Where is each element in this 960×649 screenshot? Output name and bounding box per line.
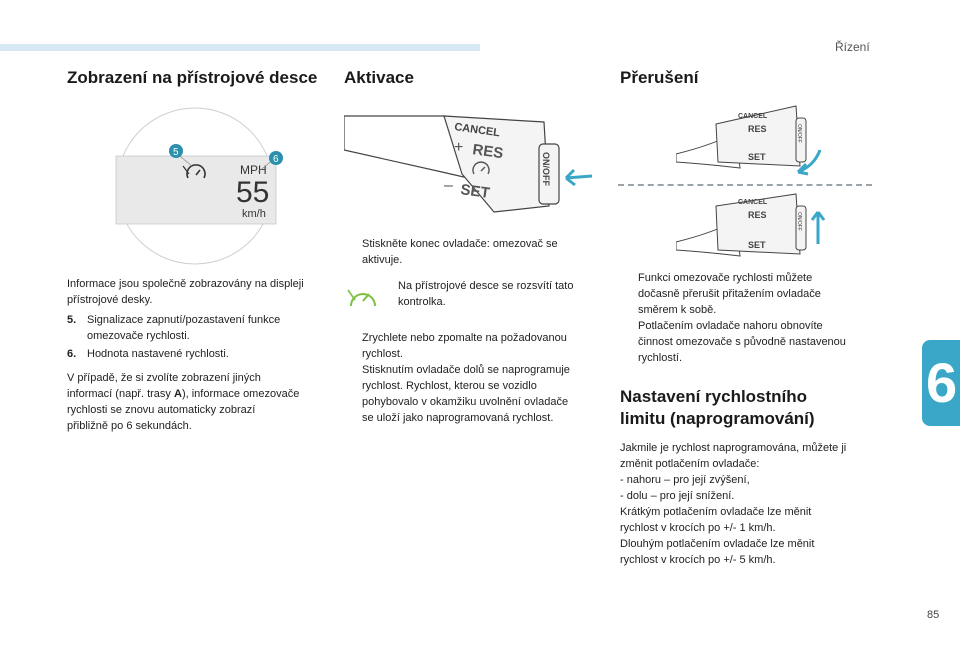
bullet-item: Stisknutím ovladače dolů se naprogramuje…	[362, 364, 570, 424]
speed-limiter-icon	[182, 164, 206, 179]
arrow-up-icon	[810, 211, 826, 244]
list-item: 6.Hodnota nastavené rychlosti.	[67, 348, 229, 360]
set-label: SET	[748, 240, 766, 250]
speed-limiter-warning-icon	[347, 289, 376, 307]
heading-interruption: Přerušení	[620, 68, 699, 87]
cancel-label: CANCEL	[738, 199, 768, 206]
chapter-tab: 6	[922, 340, 960, 426]
stalk-figure-push-up: CANCEL RES SET ON/OFF	[676, 193, 826, 257]
callout-6: 6	[273, 154, 279, 165]
section-label: Řízení	[835, 40, 870, 54]
heading-activation: Aktivace	[344, 68, 414, 87]
onoff-label: ON/OFF	[796, 212, 802, 231]
instrument-display-figure: MPH 55 km/h 5 6	[115, 107, 283, 265]
stalk-figure-onoff: CANCEL RES + SET – ON/OFF	[344, 115, 593, 213]
unit-mph: MPH	[240, 163, 267, 177]
stalk-figure-pull: CANCEL RES SET ON/OFF	[676, 105, 822, 176]
list-item: 5.Signalizace zapnutí/pozastavení funkce…	[67, 314, 281, 342]
plus-icon: +	[454, 139, 463, 156]
top-accent-bar	[0, 44, 480, 51]
cancel-label: CANCEL	[738, 113, 768, 120]
intro-text: Informace jsou společně zobrazovány na d…	[67, 278, 304, 306]
unit-kmh: km/h	[242, 208, 266, 220]
res-label: RES	[748, 124, 767, 134]
paragraph-other-info: V případě, že si zvolíte zobrazení jinýc…	[67, 372, 300, 432]
minus-icon: –	[444, 177, 453, 194]
divider	[618, 184, 872, 186]
set-label: SET	[459, 181, 490, 202]
heading-display: Zobrazení na přístrojové desce	[67, 68, 318, 87]
set-label: SET	[748, 152, 766, 162]
chapter-number: 6	[926, 351, 958, 414]
res-label: RES	[748, 210, 767, 220]
onoff-label: ON/OFF	[541, 152, 551, 186]
arrow-left-icon	[564, 168, 593, 187]
set-speed-value: 55	[236, 176, 269, 209]
arrow-pull-icon	[796, 149, 822, 176]
speed-limiter-icon	[472, 161, 490, 175]
res-label: RES	[471, 141, 504, 162]
callout-5: 5	[173, 147, 179, 158]
paragraph-speed-adjust: Jakmile je rychlost naprogramována, může…	[620, 442, 847, 566]
page-number: 85	[927, 609, 940, 621]
onoff-label: ON/OFF	[796, 124, 802, 143]
